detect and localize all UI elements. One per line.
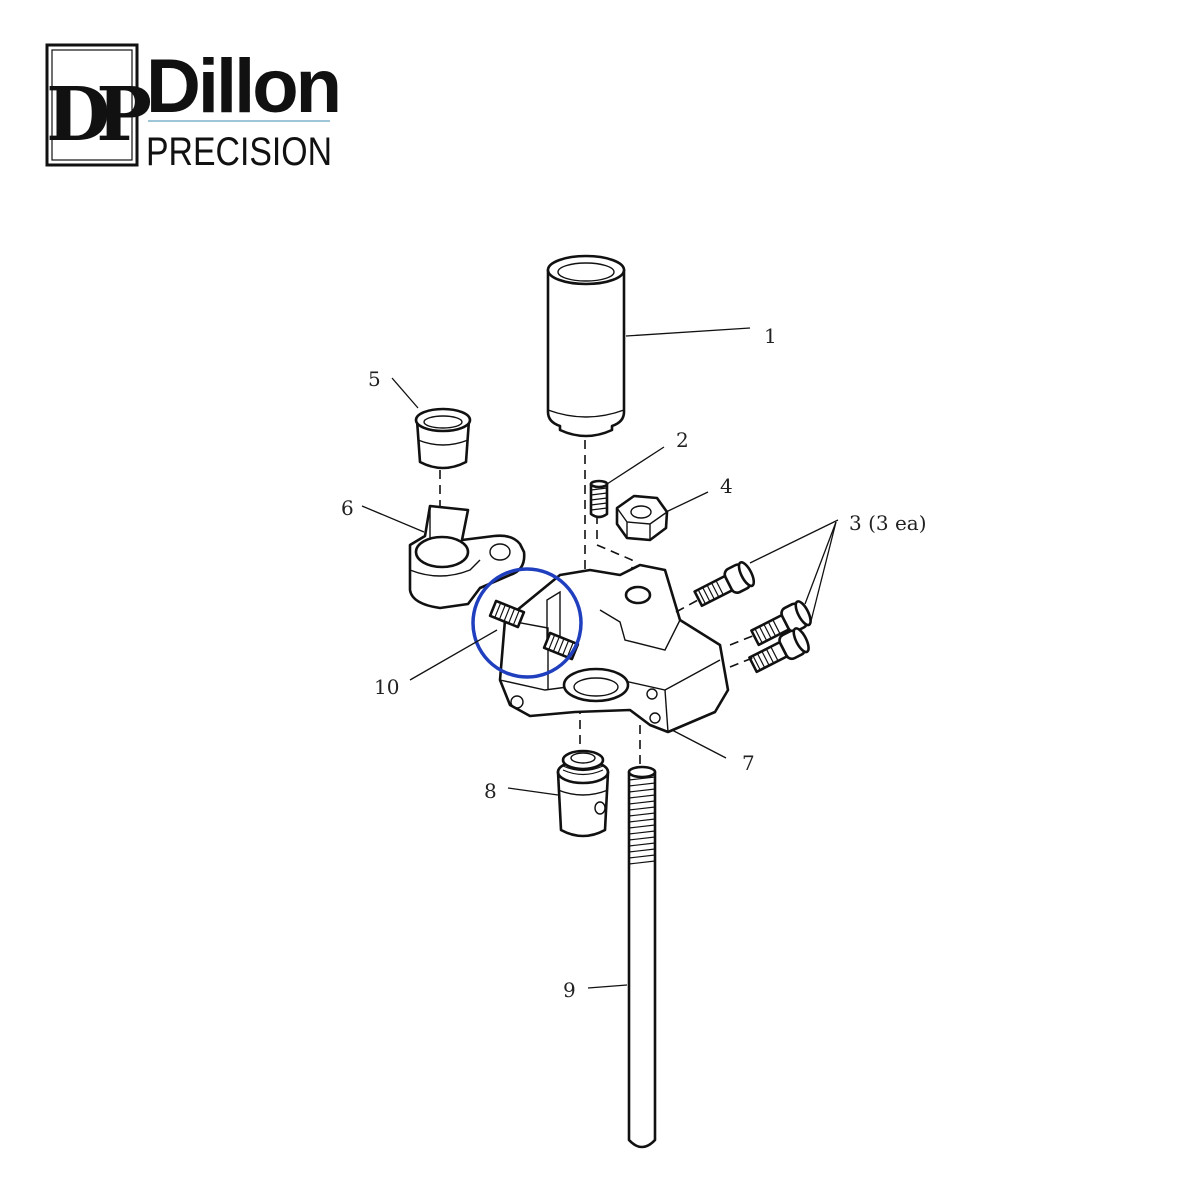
callout-9: 9 (563, 978, 576, 1002)
callout-2: 2 (676, 428, 689, 452)
logo-tagline: PRECISION (146, 130, 332, 174)
callout-3: 3 (3 ea) (849, 511, 927, 535)
part-8-bushing (556, 749, 610, 838)
logo-brand: Dillon (146, 44, 339, 129)
callout-5: 5 (368, 367, 381, 391)
callout-7: 7 (742, 751, 755, 775)
callout-10: 10 (374, 675, 399, 699)
part-9-threaded-rod (627, 765, 657, 1149)
callout-labels: 1 2 3 (3 ea) 4 5 6 7 8 9 10 (341, 324, 927, 1002)
logo-monogram: DP (46, 72, 150, 158)
part-5-cup (414, 407, 472, 470)
part-1-sleeve (546, 254, 626, 438)
callout-6: 6 (341, 496, 354, 520)
assembly-axes (439, 440, 641, 765)
part-6-bracket (408, 504, 526, 610)
dillon-precision-logo: DP Dillon PRECISION (45, 43, 342, 174)
callout-8: 8 (484, 779, 497, 803)
part-2-set-screw (589, 479, 609, 519)
part-7-main-block (498, 563, 730, 734)
highlight-circle (471, 567, 583, 679)
part-10-set-screws (488, 599, 580, 661)
leader-lines (361, 327, 839, 989)
part-4-hex-nut (615, 494, 669, 542)
part-3-cap-screws (675, 561, 812, 674)
callout-4: 4 (720, 474, 733, 498)
callout-1: 1 (764, 324, 777, 348)
